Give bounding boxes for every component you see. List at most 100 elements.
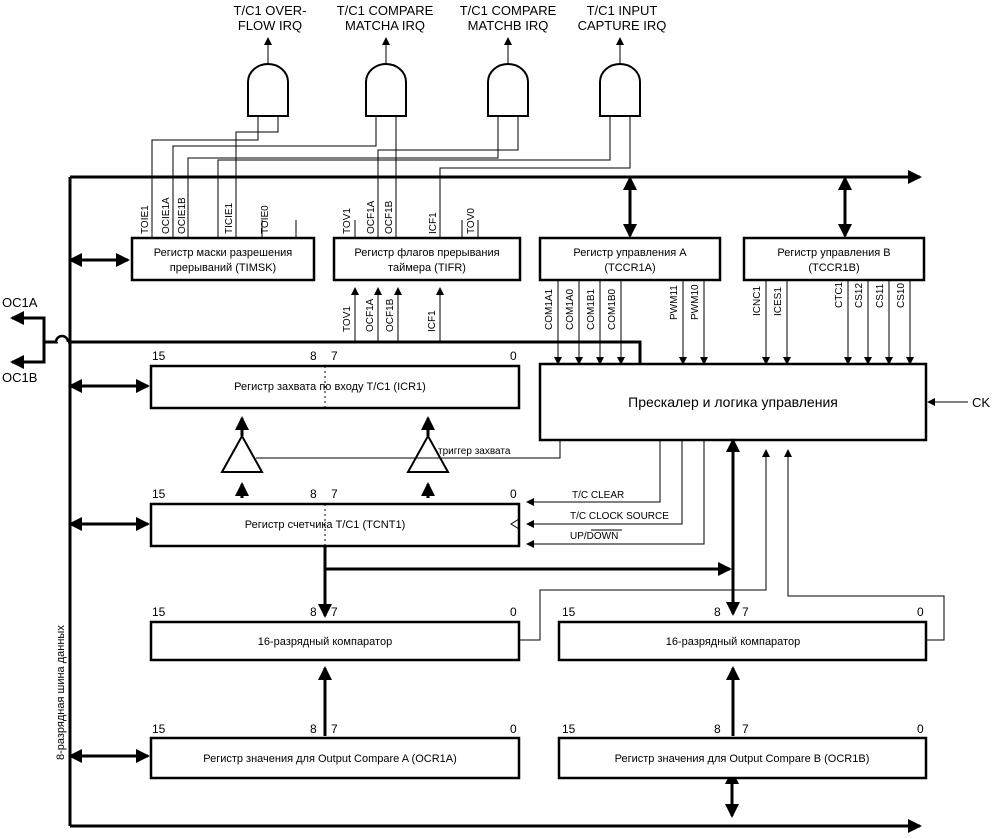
tccr1a-control-lines <box>554 280 708 365</box>
bit-cs10: CS10 <box>896 283 907 308</box>
icr1-bit-7: 7 <box>331 349 338 363</box>
comparator-b-label: 16-разрядный компаратор <box>666 636 800 648</box>
tccr1b-subtitle: (TCCR1B) <box>808 262 859 274</box>
icr1-register <box>149 364 521 410</box>
tccr1a-subtitle: (TCCR1A) <box>604 262 655 274</box>
bit-ocf1b: OCF1B <box>384 200 395 234</box>
and-gate-capture <box>599 63 641 117</box>
bit-pwm11: PWM11 <box>669 285 680 320</box>
and-gate-overflow <box>247 63 289 117</box>
ocr1a-bit-8: 8 <box>310 722 317 736</box>
timsk-title: Регистр маски разрешения <box>154 247 293 259</box>
irq-overflow-label: T/C1 OVER- FLOW IRQ <box>234 3 307 33</box>
bit-toie0: TOIE0 <box>260 205 271 234</box>
tcnt1-clock-input <box>510 518 520 530</box>
svg-text:T/C1 INPUT: T/C1 INPUT <box>587 3 658 18</box>
tcnt1-bit-0: 0 <box>510 487 517 501</box>
ocr1a-register <box>149 736 521 780</box>
bit-ctc1: CTC1 <box>834 281 845 308</box>
tcnt1-bit-8: 8 <box>310 487 317 501</box>
prescaler-label: Прескалер и логика управления <box>628 394 838 410</box>
tccr1b-control-lines <box>762 280 914 365</box>
buffer-right <box>406 416 450 498</box>
ocr1b-label: Регистр значения для Output Compare B (O… <box>615 753 870 765</box>
tcnt1-control-lines <box>526 440 705 548</box>
bit-cs12: CS12 <box>854 283 865 308</box>
bit-ocie1b: OCIE1B <box>177 197 188 234</box>
tifr-flag-inputs <box>351 287 444 342</box>
buffer-left <box>220 416 264 498</box>
bit-ticie1: TICIE1 <box>224 202 235 234</box>
icr1-bit-15: 15 <box>152 349 166 363</box>
timsk-subtitle: прерываний (TIMSK) <box>170 262 276 274</box>
ocr1b-bit-7: 7 <box>742 722 749 736</box>
flag-in-icf1: ICF1 <box>427 310 438 332</box>
ocr1a-bit-15: 15 <box>152 722 166 736</box>
output-compare-pins <box>10 311 642 369</box>
gate-wiring <box>151 116 631 238</box>
comp-b-bit-8: 8 <box>714 605 721 619</box>
comp-b-bit-15: 15 <box>562 605 576 619</box>
tccr1a-title: Регистр управления A <box>573 247 687 259</box>
comp-a-bit-15: 15 <box>152 605 166 619</box>
svg-text:CAPTURE IRQ: CAPTURE IRQ <box>578 18 667 33</box>
bit-pwm10: PWM10 <box>690 284 701 320</box>
comparator-a <box>149 620 521 662</box>
capture-trigger-label: триггер захвата <box>438 446 511 457</box>
bit-toie1: TOIE1 <box>140 205 151 234</box>
bit-cs11: CS11 <box>875 283 886 308</box>
signal-up-down: UP/DOWN <box>570 531 618 542</box>
tcnt1-output-bus <box>318 546 732 618</box>
tccr1b-register <box>742 236 926 282</box>
comp-a-bit-0: 0 <box>510 605 517 619</box>
pin-ck: CK <box>972 395 990 410</box>
flag-in-ocf1a: OCF1A <box>365 298 376 332</box>
timsk-register <box>130 236 316 282</box>
comp-b-bit-0: 0 <box>917 605 924 619</box>
comp-a-bit-8: 8 <box>310 605 317 619</box>
tccr1b-title: Регистр управления B <box>777 247 890 259</box>
irq-compare-a-label: T/C1 COMPARE MATCHA IRQ <box>337 3 434 33</box>
icr1-bit-8: 8 <box>310 349 317 363</box>
svg-text:T/C1 COMPARE: T/C1 COMPARE <box>337 3 434 18</box>
tifr-subtitle: таймера (TIFR) <box>388 262 466 274</box>
tifr-register <box>332 236 522 282</box>
pin-oc1a: OC1A <box>2 295 38 310</box>
svg-text:MATCHB IRQ: MATCHB IRQ <box>468 18 549 33</box>
ocr1b-register <box>557 736 928 780</box>
bit-com1b0: COM1B0 <box>607 288 618 330</box>
irq-capture-label: T/C1 INPUT CAPTURE IRQ <box>578 3 667 33</box>
signal-tc-clear: T/C CLEAR <box>572 490 624 501</box>
comparator-a-label: 16-разрядный компаратор <box>258 636 392 648</box>
bit-icnc1: ICNC1 <box>752 286 763 316</box>
svg-text:FLOW IRQ: FLOW IRQ <box>238 18 302 33</box>
svg-text:T/C1 COMPARE: T/C1 COMPARE <box>460 3 557 18</box>
prescaler-block <box>538 362 928 442</box>
ocr1b-bit-0: 0 <box>917 722 924 736</box>
svg-text:MATCHA IRQ: MATCHA IRQ <box>345 18 425 33</box>
icr1-label: Регистр захвата по входу T/C1 (ICR1) <box>234 381 426 393</box>
tcnt1-register <box>149 502 521 548</box>
ocr1b-bit-15: 15 <box>562 722 576 736</box>
tcnt1-bit-15: 15 <box>152 487 166 501</box>
signal-tc-clock-source: T/C CLOCK SOURCE <box>570 511 669 522</box>
bus-label: 8-разрядная шина данных <box>55 625 67 760</box>
bit-com1b1: COM1B1 <box>586 288 597 330</box>
ocr1a-bit-0: 0 <box>510 722 517 736</box>
bit-com1a1: COM1A1 <box>544 288 555 330</box>
comparator-feedback <box>519 449 945 641</box>
tcnt1-bit-7: 7 <box>331 487 338 501</box>
pin-oc1b: OC1B <box>2 370 37 385</box>
ocr1a-label: Регистр значения для Output Compare A (O… <box>203 753 457 765</box>
capture-trigger-line <box>256 440 561 459</box>
svg-text:T/C1 OVER-: T/C1 OVER- <box>234 3 307 18</box>
comparator-b <box>557 620 928 662</box>
tcnt1-label: Регистр счетчика T/C1 (TCNT1) <box>245 519 406 531</box>
ocr1a-bit-7: 7 <box>331 722 338 736</box>
tifr-title: Регистр флагов прерывания <box>354 247 499 259</box>
bit-icf1: ICF1 <box>428 212 439 234</box>
icr1-bit-0: 0 <box>510 349 517 363</box>
and-gate-compare-a <box>365 63 407 117</box>
